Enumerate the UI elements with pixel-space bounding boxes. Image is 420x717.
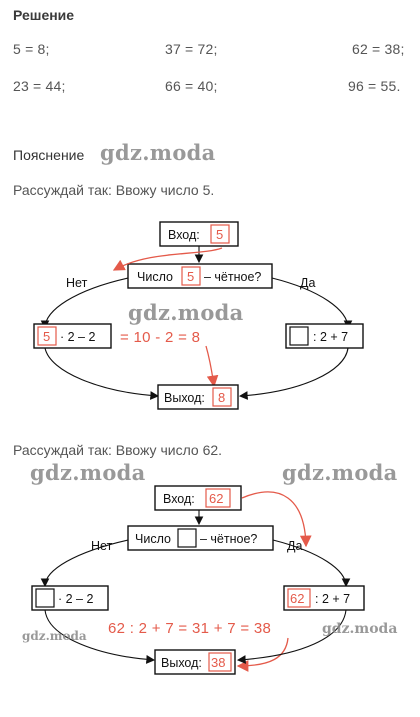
output-label: Выход: (161, 656, 202, 670)
question-suffix: – чётное? (204, 270, 261, 284)
no-label: Нет (66, 276, 88, 290)
input-label: Вход: (163, 492, 195, 506)
question-prefix: Число (135, 532, 171, 546)
output-label: Выход: (164, 391, 205, 405)
input-label: Вход: (168, 228, 200, 242)
calc-text: = 10 - 2 = 8 (120, 329, 200, 346)
intro-text-1: Рассуждай так: Ввожу число 5. (13, 182, 215, 198)
yes-label: Да (287, 539, 302, 553)
output-value-box (212, 387, 232, 407)
solution-cell: 96 = 55. (348, 78, 401, 94)
solution-cell: 5 = 8; (13, 41, 50, 57)
input-value: 5 (216, 227, 223, 242)
right-op: : 2 + 7 (315, 592, 350, 606)
output-value: 38 (211, 655, 225, 670)
solution-heading: Решение (13, 7, 75, 23)
output-value: 8 (218, 390, 225, 405)
flow-diagram-2: Вход: 62 Число – чётное? Нет Да · 2 – 2 … (31, 485, 365, 675)
solution-cell: 62 = 38; (352, 41, 405, 57)
question-empty-box (177, 528, 197, 548)
explanation-heading: Пояснение (13, 147, 85, 163)
right-value: 62 (290, 591, 304, 606)
intro-text-2: Рассуждай так: Ввожу число 62. (13, 442, 223, 458)
left-value-box (37, 326, 57, 346)
left-op: · 2 – 2 (60, 330, 95, 344)
question-prefix: Число (137, 270, 173, 284)
solution-cell: 23 = 44; (13, 78, 66, 94)
solution-cell: 66 = 40; (165, 78, 218, 94)
output-value-box (208, 652, 232, 672)
watermark: gdz.moda (322, 621, 398, 637)
left-empty-box (35, 588, 55, 608)
flow-diagram-1: Вход: 5 Число 5 – чётное? Нет Да 5 · 2 –… (33, 221, 364, 410)
watermark: gdz.moda (30, 460, 146, 485)
right-op: : 2 + 7 (313, 330, 348, 344)
question-box (127, 525, 274, 551)
watermark: gdz.moda (22, 629, 87, 643)
question-value: 5 (187, 269, 194, 284)
watermark: gdz.moda (282, 460, 398, 485)
left-value: 5 (43, 329, 50, 344)
input-value-box (210, 224, 230, 244)
input-value: 62 (209, 491, 223, 506)
calc-text: 62 : 2 + 7 = 31 + 7 = 38 (108, 620, 271, 637)
input-value-box (205, 488, 231, 508)
solution-cell: 37 = 72; (165, 41, 218, 57)
no-label: Нет (91, 539, 113, 553)
left-op: · 2 – 2 (58, 592, 93, 606)
question-suffix: – чётное? (200, 532, 257, 546)
watermark: gdz.moda (100, 140, 216, 165)
right-value-box (287, 588, 311, 608)
question-value-box (181, 266, 201, 286)
yes-label: Да (300, 276, 315, 290)
watermark: gdz.moda (128, 300, 244, 325)
right-empty-box (289, 326, 309, 346)
